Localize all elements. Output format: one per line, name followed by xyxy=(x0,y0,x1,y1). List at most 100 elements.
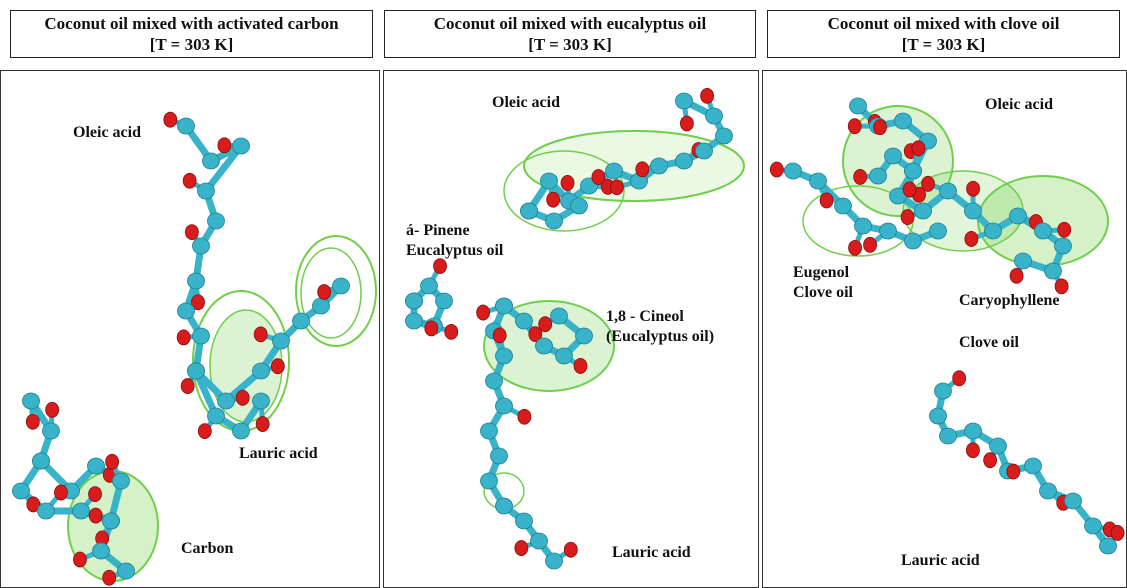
label-oleic-acid: Oleic acid xyxy=(492,94,560,111)
oxygen-atom xyxy=(902,181,917,198)
carbon-atom xyxy=(520,202,538,220)
label-pinene-line1: á- Pinene xyxy=(406,222,470,239)
carbon-atom xyxy=(252,392,270,410)
oxygen-atom xyxy=(1057,221,1072,238)
label-lauric-acid: Lauric acid xyxy=(901,552,980,569)
oxygen-atom xyxy=(25,413,40,430)
atoms xyxy=(12,111,350,586)
carbon-atom xyxy=(540,172,558,190)
carbon-atom xyxy=(22,392,40,410)
carbon-atom xyxy=(495,397,513,415)
carbon-atom xyxy=(535,337,553,355)
carbon-atom xyxy=(784,162,802,180)
oxygen-atom xyxy=(952,370,967,387)
oxygen-atom xyxy=(853,168,868,185)
carbon-atom xyxy=(332,277,350,295)
oxygen-atom xyxy=(184,224,199,241)
carbon-atom xyxy=(515,312,533,330)
carbon-atom xyxy=(989,437,1007,455)
carbon-atom xyxy=(1009,207,1027,225)
oxygen-atom xyxy=(180,378,195,394)
oxygen-atom xyxy=(921,175,935,192)
carbon-atom xyxy=(650,157,668,175)
oxygen-atom xyxy=(191,294,205,311)
carbon-atom xyxy=(849,97,867,115)
label-cineol-line1: 1,8 - Cineol xyxy=(606,308,684,325)
carbon-atom xyxy=(117,562,135,580)
carbon-atom xyxy=(1044,262,1062,280)
oxygen-atom xyxy=(270,358,285,375)
oxygen-atom xyxy=(105,453,119,470)
oxygen-atom xyxy=(476,304,491,321)
carbon-atom xyxy=(550,307,568,325)
carbon-atom xyxy=(1039,482,1057,500)
carbon-atom xyxy=(232,137,250,155)
carbon-atom xyxy=(884,147,902,165)
oxygen-atom xyxy=(635,161,650,178)
carbon-atom xyxy=(834,197,852,215)
oxygen-atom xyxy=(253,326,268,343)
label-lauric-acid: Lauric acid xyxy=(239,445,318,462)
carbon-atom xyxy=(405,312,423,330)
panel-3-molecules xyxy=(769,97,1125,555)
panel-eucalyptus-oil: Oleic acid á- Pinene Eucalyptus oil 1,8 … xyxy=(383,70,759,588)
carbon-atom xyxy=(715,127,733,145)
carbon-atom xyxy=(1024,457,1042,475)
oxygen-atom xyxy=(102,569,117,586)
carbon-atom xyxy=(192,327,210,345)
carbon-atom xyxy=(480,472,498,490)
carbon-atom xyxy=(809,172,827,190)
carbon-atom xyxy=(1084,517,1102,535)
oxygen-atom xyxy=(235,389,250,406)
carbon-atom xyxy=(495,347,513,365)
panel-clove-oil: Oleic acid Eugenol Clove oil Caryophylle… xyxy=(762,70,1127,588)
oxygen-atom xyxy=(819,192,834,209)
oxygen-atom xyxy=(88,486,102,502)
oxygen-atom xyxy=(609,179,624,196)
carbon-atom xyxy=(939,182,957,200)
carbon-atom xyxy=(495,297,513,315)
oxygen-atom xyxy=(863,236,877,253)
carbon-atom xyxy=(405,292,423,310)
oxygen-atom xyxy=(573,358,588,374)
carbon-atom xyxy=(575,327,593,345)
carbon-atom xyxy=(939,427,957,445)
carbon-atom xyxy=(1014,252,1032,270)
carbon-atom xyxy=(177,302,195,320)
carbon-atom xyxy=(934,382,952,400)
panel-1-title-line2: [T = 303 K] xyxy=(149,35,234,54)
carbon-atom xyxy=(490,447,508,465)
carbon-atom xyxy=(272,332,290,350)
carbon-atom xyxy=(515,512,533,530)
panel-1-title-line1: Coconut oil mixed with activated carbon xyxy=(44,14,339,33)
oxygen-atom xyxy=(966,442,980,459)
carbon-atom xyxy=(869,167,887,185)
panel-2-molecules xyxy=(405,87,745,570)
oxygen-atom xyxy=(176,329,191,346)
carbon-atom xyxy=(984,222,1002,240)
atoms xyxy=(769,97,1125,555)
oxygen-atom xyxy=(679,115,694,132)
oxygen-atom xyxy=(317,284,332,300)
carbon-atom xyxy=(112,472,130,490)
oxygen-atom xyxy=(73,551,87,568)
oxygen-atom xyxy=(45,401,60,418)
carbon-atom xyxy=(92,542,110,560)
carbon-atom xyxy=(1064,492,1082,510)
panel-3-title-line1: Coconut oil mixed with clove oil xyxy=(827,14,1060,33)
carbon-atom xyxy=(545,552,563,570)
carbon-atom xyxy=(675,92,693,110)
oxygen-atom xyxy=(217,137,232,154)
carbon-atom xyxy=(530,532,548,550)
panel-1-molecules xyxy=(12,111,377,586)
oxygen-atom xyxy=(848,239,862,256)
oxygen-atom xyxy=(1054,278,1069,295)
oxygen-atom xyxy=(538,316,553,333)
oxygen-atom xyxy=(182,172,197,189)
oxygen-atom xyxy=(433,258,447,275)
oxygen-atom xyxy=(769,161,784,178)
carbon-atom xyxy=(177,117,195,135)
oxygen-atom xyxy=(591,169,606,185)
carbon-atom xyxy=(675,152,693,170)
carbon-atom xyxy=(605,162,623,180)
